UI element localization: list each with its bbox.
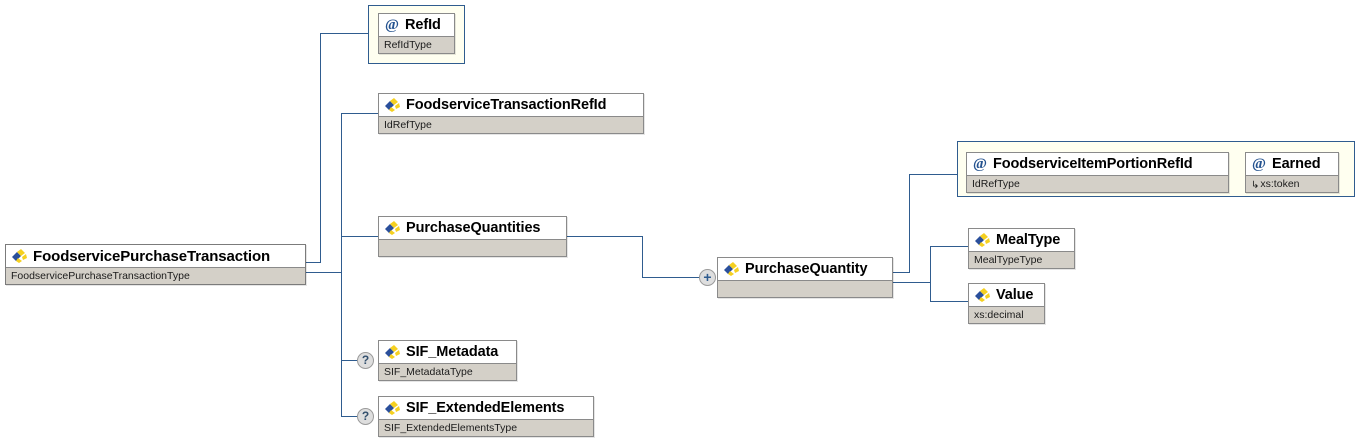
node-value[interactable]: Value xs:decimal — [968, 283, 1045, 324]
element-icon — [974, 287, 991, 303]
element-icon — [384, 400, 401, 416]
node-type: SIF_MetadataType — [379, 363, 516, 380]
attribute-icon: @ — [385, 16, 399, 33]
connector-line — [642, 236, 643, 278]
node-title: @ RefId — [379, 14, 454, 36]
connector-line — [341, 113, 378, 114]
node-refid[interactable]: @ RefId RefIdType — [378, 13, 455, 54]
node-type: xs:decimal — [969, 306, 1044, 323]
node-label: SIF_ExtendedElements — [406, 399, 565, 416]
node-title: @ FoodserviceItemPortionRefId — [967, 153, 1228, 175]
element-icon — [723, 261, 740, 277]
connector-line — [341, 360, 357, 361]
node-foodservicetransactionrefid[interactable]: FoodserviceTransactionRefId IdRefType — [378, 93, 644, 134]
node-label: Value — [996, 286, 1034, 303]
expand-purchasequantity-button[interactable]: + — [699, 269, 716, 286]
connector-line — [909, 174, 910, 273]
node-type-text: xs:token — [1260, 178, 1300, 190]
node-type: IdRefType — [379, 116, 643, 133]
node-earned[interactable]: @ Earned ↳xs:token — [1245, 152, 1339, 193]
connector-line — [320, 33, 321, 263]
node-label: RefId — [405, 16, 441, 33]
node-foodservicepurchasetransaction[interactable]: FoodservicePurchaseTransaction Foodservi… — [5, 244, 306, 285]
optional-marker-sifmetadata[interactable]: ? — [357, 352, 374, 369]
node-label: SIF_Metadata — [406, 343, 499, 360]
element-icon — [11, 248, 28, 264]
node-label: Earned — [1272, 155, 1321, 172]
connector-line — [893, 272, 909, 273]
connector-line — [930, 246, 931, 302]
connector-line — [341, 236, 378, 237]
node-title: @ Earned — [1246, 153, 1338, 175]
connector-line — [341, 416, 357, 417]
node-label: FoodserviceTransactionRefId — [406, 96, 607, 113]
element-icon — [384, 97, 401, 113]
node-type — [718, 280, 892, 297]
node-title: MealType — [969, 229, 1074, 251]
node-title: FoodservicePurchaseTransaction — [6, 245, 305, 267]
node-type: RefIdType — [379, 36, 454, 53]
node-purchasequantities[interactable]: PurchaseQuantities — [378, 216, 567, 257]
connector-line — [305, 272, 341, 273]
node-label: FoodservicePurchaseTransaction — [33, 247, 271, 265]
node-label: PurchaseQuantities — [406, 219, 541, 236]
type-derivation-glyph: ↳ — [1251, 180, 1260, 191]
connector-line — [341, 113, 342, 416]
node-title: PurchaseQuantities — [379, 217, 566, 239]
node-title: Value — [969, 284, 1044, 306]
optional-marker-sifextendedelements[interactable]: ? — [357, 408, 374, 425]
node-type: IdRefType — [967, 175, 1228, 192]
connector-line — [320, 33, 370, 34]
connector-line — [642, 277, 699, 278]
connector-line — [930, 301, 968, 302]
node-mealtype[interactable]: MealType MealTypeType — [968, 228, 1075, 269]
node-type: MealTypeType — [969, 251, 1074, 268]
attribute-icon: @ — [973, 155, 987, 172]
node-sifmetadata[interactable]: SIF_Metadata SIF_MetadataType — [378, 340, 517, 381]
connector-line — [567, 236, 642, 237]
node-title: SIF_ExtendedElements — [379, 397, 593, 419]
node-type: FoodservicePurchaseTransactionType — [6, 267, 305, 284]
element-icon — [384, 220, 401, 236]
element-icon — [384, 344, 401, 360]
node-type: ↳xs:token — [1246, 175, 1338, 192]
node-title: PurchaseQuantity — [718, 258, 892, 280]
attribute-icon: @ — [1252, 155, 1266, 172]
connector-line — [909, 174, 958, 175]
node-label: MealType — [996, 231, 1061, 248]
node-title: SIF_Metadata — [379, 341, 516, 363]
element-icon — [974, 232, 991, 248]
connector-line — [930, 246, 968, 247]
node-type — [379, 239, 566, 256]
connector-line — [893, 282, 930, 283]
node-title: FoodserviceTransactionRefId — [379, 94, 643, 116]
node-type: SIF_ExtendedElementsType — [379, 419, 593, 436]
node-label: FoodserviceItemPortionRefId — [993, 155, 1193, 172]
node-foodserviceitemportionrefid[interactable]: @ FoodserviceItemPortionRefId IdRefType — [966, 152, 1229, 193]
connector-line — [305, 262, 321, 263]
node-label: PurchaseQuantity — [745, 260, 868, 277]
node-sifextendedelements[interactable]: SIF_ExtendedElements SIF_ExtendedElement… — [378, 396, 594, 437]
node-purchasequantity[interactable]: PurchaseQuantity — [717, 257, 893, 298]
